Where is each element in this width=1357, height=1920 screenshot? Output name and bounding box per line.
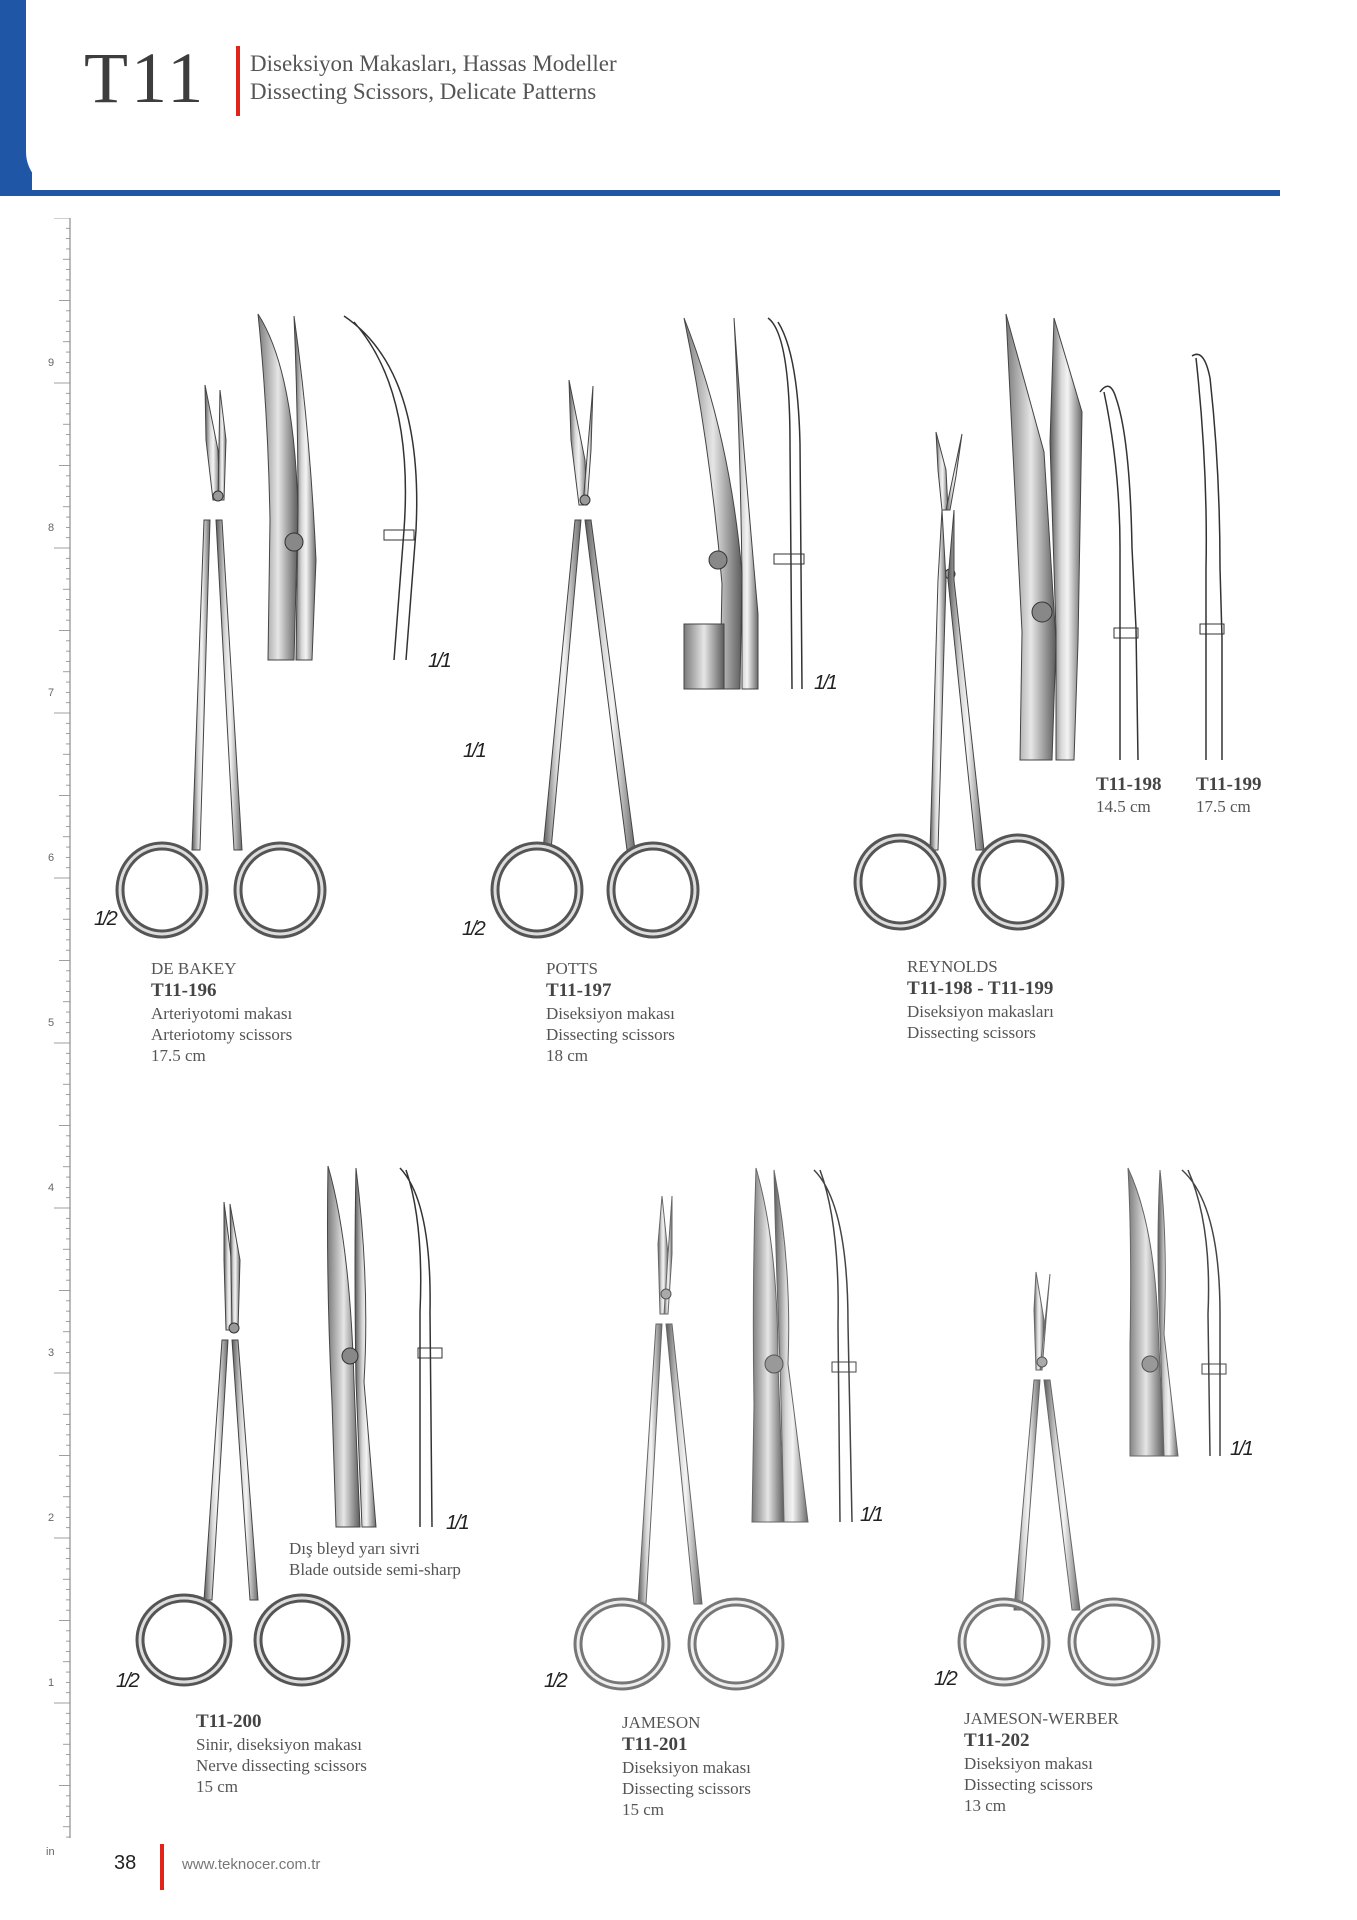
- header-rule: [28, 190, 1280, 196]
- variant-caption: T11-199 17.5 cm: [1196, 774, 1261, 818]
- ruler-unit: in: [46, 1846, 55, 1858]
- product-code: T11-198 - T11-199: [907, 978, 1054, 999]
- product-code: T11-200: [196, 1711, 262, 1732]
- product-desc-tr: Diseksiyon makasları: [907, 1002, 1054, 1021]
- title-divider: [236, 46, 240, 116]
- product-code: T11-201: [622, 1734, 688, 1755]
- variant-caption: T11-198 14.5 cm: [1096, 774, 1161, 818]
- ruler-number: 9: [48, 357, 55, 369]
- product-desc-tr: Diseksiyon makası: [546, 1004, 675, 1023]
- debakey-scissors-image: [110, 380, 330, 940]
- potts-scissors-image: [485, 379, 715, 940]
- scale-label: 1/2: [544, 1670, 568, 1692]
- jameson-scissors-image: [570, 1194, 785, 1694]
- variant-size: 14.5 cm: [1096, 797, 1151, 816]
- jameson-werber-detail-image: [1124, 1164, 1244, 1460]
- product-desc-en: Nerve dissecting scissors: [196, 1756, 367, 1775]
- product-caption: DE BAKEY T11-196 Arteriyotomi makası Art…: [151, 958, 292, 1066]
- product-code: T11-202: [964, 1730, 1030, 1751]
- product-size: 17.5 cm: [151, 1046, 206, 1065]
- debakey-detail-image: [254, 310, 444, 670]
- scale-label: 1/1: [814, 672, 838, 694]
- title-en: Dissecting Scissors, Delicate Patterns: [250, 79, 597, 104]
- variant-code: T11-199: [1196, 774, 1262, 795]
- variant-code: T11-198: [1096, 774, 1162, 795]
- ruler-number: 2: [48, 1512, 55, 1524]
- product-desc-en: Arteriotomy scissors: [151, 1025, 293, 1044]
- product-caption: T11-200 Sinir, diseksiyon makası Nerve d…: [196, 1710, 367, 1797]
- product-name: POTTS: [546, 959, 598, 978]
- website-link[interactable]: www.teknocer.com.tr: [182, 1856, 321, 1873]
- page-number: 38: [114, 1852, 137, 1874]
- scale-label: 1/1: [1230, 1438, 1254, 1460]
- product-caption: REYNOLDS T11-198 - T11-199 Diseksiyon ma…: [907, 956, 1054, 1043]
- scale-label: 1/1: [463, 740, 487, 762]
- product-name: JAMESON: [622, 1713, 701, 1732]
- ruler-number: 1: [48, 1677, 55, 1689]
- ruler-number: 5: [48, 1017, 55, 1029]
- ruler-number: 6: [48, 852, 55, 864]
- ruler-number: 3: [48, 1347, 55, 1359]
- ruler-ticks: [54, 218, 71, 1838]
- product-code: T11-196: [151, 980, 217, 1001]
- product-size: 13 cm: [964, 1796, 1007, 1815]
- product-name: JAMESON-WERBER: [964, 1709, 1119, 1728]
- product-caption: JAMESON T11-201 Diseksiyon makası Dissec…: [622, 1712, 751, 1820]
- product-desc-tr: Arteriyotomi makası: [151, 1004, 293, 1023]
- nerve-scissors-image: [124, 1200, 351, 1690]
- scale-label: 1/2: [462, 918, 486, 940]
- product-caption: JAMESON-WERBER T11-202 Diseksiyon makası…: [964, 1708, 1119, 1816]
- product-name: REYNOLDS: [907, 957, 998, 976]
- reynolds-t11-198-profile: [1090, 348, 1160, 768]
- product-size: 18 cm: [546, 1046, 589, 1065]
- product-desc-tr: Diseksiyon makası: [964, 1754, 1093, 1773]
- scale-label: 1/2: [934, 1668, 958, 1690]
- product-desc-en: Dissecting scissors: [907, 1023, 1036, 1042]
- product-desc-en: Dissecting scissors: [964, 1775, 1093, 1794]
- inch-ruler: 9 8 7 6 5 4 3 2 1: [42, 218, 74, 1838]
- ruler-number: 8: [48, 522, 55, 534]
- nerve-detail-image: [320, 1162, 450, 1532]
- jameson-detail-image: [748, 1164, 878, 1526]
- product-code: T11-197: [546, 980, 612, 1001]
- product-name: DE BAKEY: [151, 959, 237, 978]
- scale-label: 1/1: [446, 1512, 470, 1534]
- scale-label: 1/1: [860, 1504, 884, 1526]
- section-code: T11: [84, 38, 207, 118]
- potts-detail-image: [680, 314, 840, 694]
- reynolds-scissors-image: [850, 430, 1070, 940]
- product-desc-en: Dissecting scissors: [546, 1025, 675, 1044]
- scale-label: 1/2: [116, 1670, 140, 1692]
- product-size: 15 cm: [196, 1777, 239, 1796]
- reynolds-detail-image: [1004, 312, 1094, 764]
- jameson-werber-scissors-image: [954, 1270, 1164, 1690]
- ruler-number: 7: [48, 687, 55, 699]
- reynolds-t11-199-profile: [1182, 348, 1252, 768]
- product-desc-tr: Sinir, diseksiyon makası: [196, 1735, 363, 1754]
- product-caption: POTTS T11-197 Diseksiyon makası Dissecti…: [546, 958, 675, 1066]
- ruler-number: 4: [48, 1182, 55, 1194]
- blade-note: Dış bleyd yarı sivri Blade outside semi-…: [289, 1538, 461, 1580]
- header-panel: [26, 0, 1282, 190]
- product-size: 15 cm: [622, 1800, 665, 1819]
- variant-size: 17.5 cm: [1196, 797, 1251, 816]
- scale-label: 1/2: [94, 908, 118, 930]
- title-tr: Diseksiyon Makasları, Hassas Modeller: [250, 51, 617, 76]
- blade-note-en: Blade outside semi-sharp: [289, 1560, 461, 1579]
- scale-label: 1/1: [428, 650, 452, 672]
- product-desc-en: Dissecting scissors: [622, 1779, 751, 1798]
- product-desc-tr: Diseksiyon makası: [622, 1758, 751, 1777]
- blade-note-tr: Dış bleyd yarı sivri: [289, 1539, 420, 1558]
- footer-divider: [160, 1844, 164, 1890]
